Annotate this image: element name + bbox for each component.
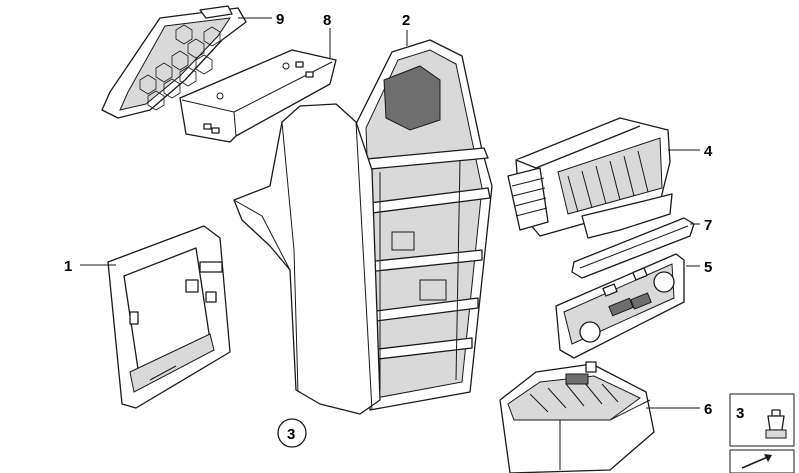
callout-8: 8 — [323, 12, 331, 29]
part-6-storage-box — [499, 361, 655, 473]
callout-5: 5 — [704, 259, 712, 276]
leader-lines — [80, 17, 700, 409]
inset-part-3: 3 — [729, 393, 795, 473]
part-1-trim-frame — [107, 225, 231, 409]
circled-callout-label: 3 — [287, 426, 295, 443]
callout-4: 4 — [704, 143, 713, 160]
circled-callout-3: 3 — [277, 418, 307, 448]
part-8-mounting-bracket — [179, 49, 337, 143]
arrow-icon — [741, 454, 772, 469]
part-4-air-vent-housing — [507, 117, 673, 239]
callout-9: 9 — [276, 11, 284, 28]
part-2-center-console-housing — [233, 39, 493, 415]
inset-label-3: 3 — [736, 405, 744, 422]
callout-1: 1 — [64, 258, 72, 275]
callout-6: 6 — [704, 401, 712, 418]
part-9-grille-cover — [101, 5, 247, 119]
callout-7: 7 — [704, 217, 712, 234]
part-7-trim-strip — [571, 217, 695, 279]
rubber-buffer-icon — [765, 409, 787, 439]
part-5-control-panel — [555, 253, 685, 359]
callout-2: 2 — [402, 12, 410, 29]
